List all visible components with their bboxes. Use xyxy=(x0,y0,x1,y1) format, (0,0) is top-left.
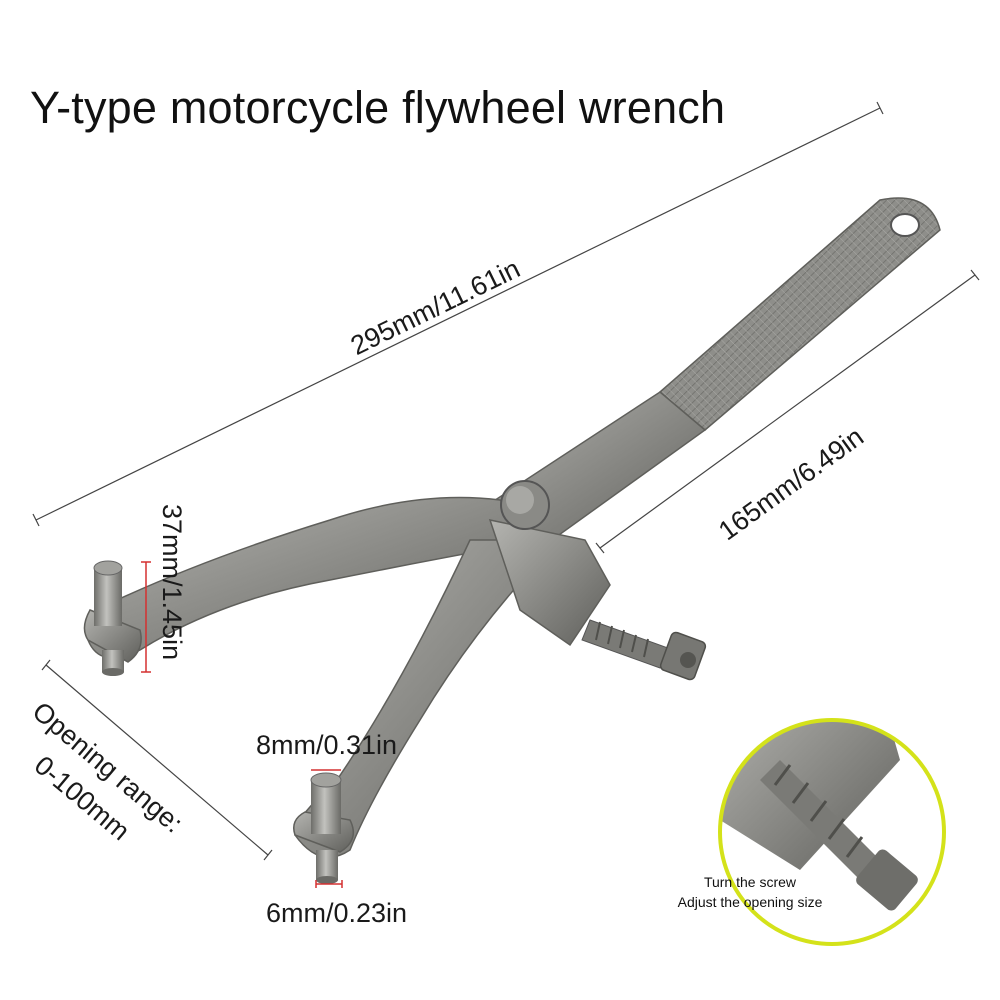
pin-markers xyxy=(141,561,343,888)
inset-detail xyxy=(718,718,946,946)
inset-caption-line1: Turn the screw xyxy=(703,874,797,890)
upper-pin xyxy=(83,560,142,676)
pin-top-diameter-label: 8mm/0.31in xyxy=(256,730,398,760)
wrench-handle xyxy=(478,197,941,546)
pin-height-label: 37mm/1.45in xyxy=(157,504,187,661)
inset-caption-line2: Adjust the opening size xyxy=(677,894,823,910)
page-title: Y-type motorcycle flywheel wrench xyxy=(30,82,726,133)
adjust-screw xyxy=(581,619,707,681)
pin-bottom-diameter-label: 6mm/0.23in xyxy=(266,898,408,928)
lower-pin xyxy=(293,772,355,884)
dimension-lines xyxy=(32,101,980,861)
pivot xyxy=(488,480,611,647)
